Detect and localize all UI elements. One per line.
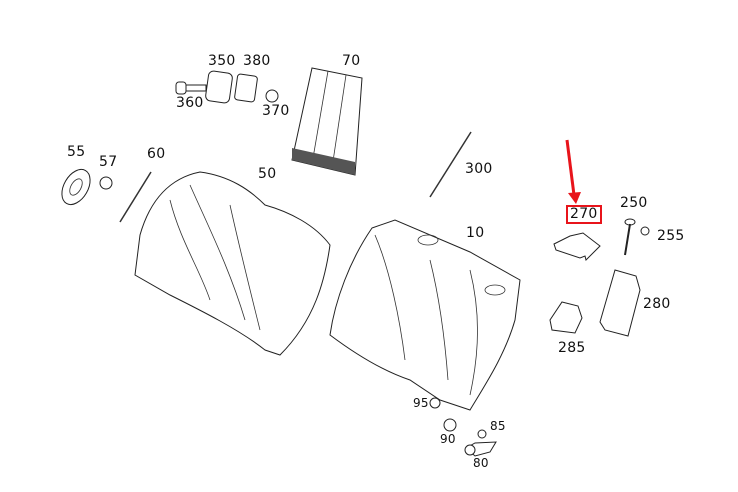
part-80-bracket <box>464 441 497 457</box>
part-285-module <box>549 301 583 334</box>
part-350 <box>205 70 233 104</box>
part-95-nut <box>429 397 441 409</box>
label-250[interactable]: 250 <box>620 195 648 211</box>
label-50[interactable]: 50 <box>258 166 277 182</box>
part-370 <box>265 89 279 103</box>
label-10[interactable]: 10 <box>466 225 485 241</box>
label-350[interactable]: 350 <box>208 53 236 69</box>
label-300[interactable]: 300 <box>465 161 493 177</box>
label-360[interactable]: 360 <box>176 95 204 111</box>
label-285[interactable]: 285 <box>558 340 586 356</box>
label-70[interactable]: 70 <box>342 53 361 69</box>
label-80[interactable]: 80 <box>473 456 489 470</box>
label-270-highlighted[interactable]: 270 <box>566 205 602 224</box>
label-380[interactable]: 380 <box>243 53 271 69</box>
label-85[interactable]: 85 <box>490 419 506 433</box>
part-270-bracket <box>553 232 601 261</box>
highlight-arrow <box>565 139 581 204</box>
label-280[interactable]: 280 <box>643 296 671 312</box>
part-300-rod <box>429 131 472 198</box>
part-360-bolt <box>175 81 207 95</box>
label-55[interactable]: 55 <box>67 144 86 160</box>
part-10-seat-frame <box>329 219 521 411</box>
part-50-backrest-cover <box>134 171 331 356</box>
part-255-clip <box>640 226 650 236</box>
part-90-nut <box>443 418 457 432</box>
part-85-nut <box>477 429 487 439</box>
label-95[interactable]: 95 <box>413 396 429 410</box>
label-255[interactable]: 255 <box>657 228 685 244</box>
part-70-panel <box>291 67 363 176</box>
part-280-module <box>599 269 641 337</box>
part-60-rod <box>119 171 152 223</box>
label-57[interactable]: 57 <box>99 154 118 170</box>
label-90[interactable]: 90 <box>440 432 456 446</box>
part-57 <box>99 176 113 190</box>
part-250-screw <box>624 218 636 256</box>
part-55 <box>61 168 91 206</box>
label-370[interactable]: 370 <box>262 103 290 119</box>
label-60[interactable]: 60 <box>147 146 166 162</box>
part-380 <box>234 73 258 103</box>
